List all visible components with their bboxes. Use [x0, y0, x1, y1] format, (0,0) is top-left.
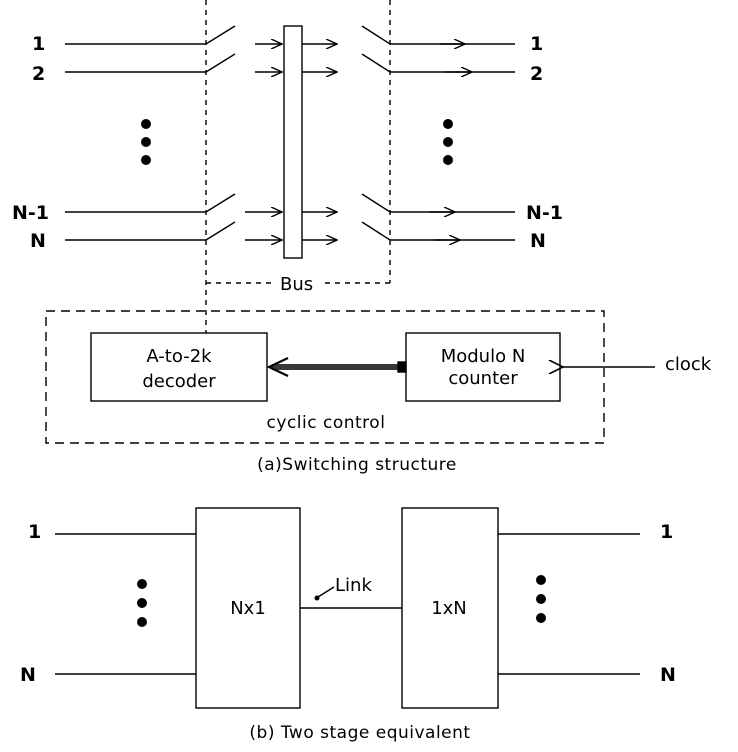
output-label-n: N [530, 230, 546, 252]
input-label-1: 1 [32, 33, 45, 55]
stage-1xn-box [401, 507, 499, 709]
bus [283, 25, 303, 259]
counter-label-line1: Modulo N [441, 346, 526, 367]
counter-label-line2: counter [448, 368, 518, 389]
b-input-ellipsis-dots [137, 579, 147, 627]
part-b-two-stage-equivalent [55, 507, 640, 709]
link-label: Link [335, 575, 372, 596]
counter-box [405, 332, 561, 402]
b-input-label-n: N [20, 664, 36, 686]
input-line-2 [65, 53, 282, 72]
bus-label: Bus [280, 274, 313, 295]
b-output-label-n: N [660, 664, 676, 686]
output-label-2: 2 [530, 63, 543, 85]
cyclic-control-box [45, 310, 605, 444]
output-ellipsis-dots [443, 119, 453, 165]
stage-1xn-label: 1xN [431, 598, 467, 619]
output-line-2 [302, 53, 515, 72]
caption-b: (b) Two stage equivalent [249, 723, 470, 743]
output-label-n-1: N-1 [526, 202, 563, 224]
b-output-ellipsis-dots [536, 575, 546, 623]
input-line-1 [65, 25, 282, 44]
stage-nx1-box [195, 507, 301, 709]
output-line-n-1 [302, 193, 515, 212]
output-label-1: 1 [530, 33, 543, 55]
b-input-label-1: 1 [28, 521, 41, 543]
cyclic-control-label: cyclic control [267, 413, 386, 433]
input-line-n [65, 221, 282, 240]
link-point [314, 595, 320, 601]
caption-a: (a)Switching structure [257, 455, 457, 475]
b-output-label-1: 1 [660, 521, 673, 543]
input-label-n-1: N-1 [12, 202, 49, 224]
decoder-label-line2: decoder [142, 371, 216, 392]
decoder-label-line1: A-to-2k [146, 346, 212, 367]
output-line-n [302, 221, 515, 240]
input-line-n-1 [65, 193, 282, 212]
input-ellipsis-dots [141, 119, 151, 165]
output-line-1 [302, 25, 515, 44]
stage-nx1-label: Nx1 [230, 598, 266, 619]
input-label-2: 2 [32, 63, 45, 85]
link-pointer [317, 586, 335, 598]
part-a-switching-structure [45, 0, 655, 444]
decoder-box [90, 332, 268, 402]
clock-label: clock [665, 354, 712, 375]
input-label-n: N [30, 230, 46, 252]
